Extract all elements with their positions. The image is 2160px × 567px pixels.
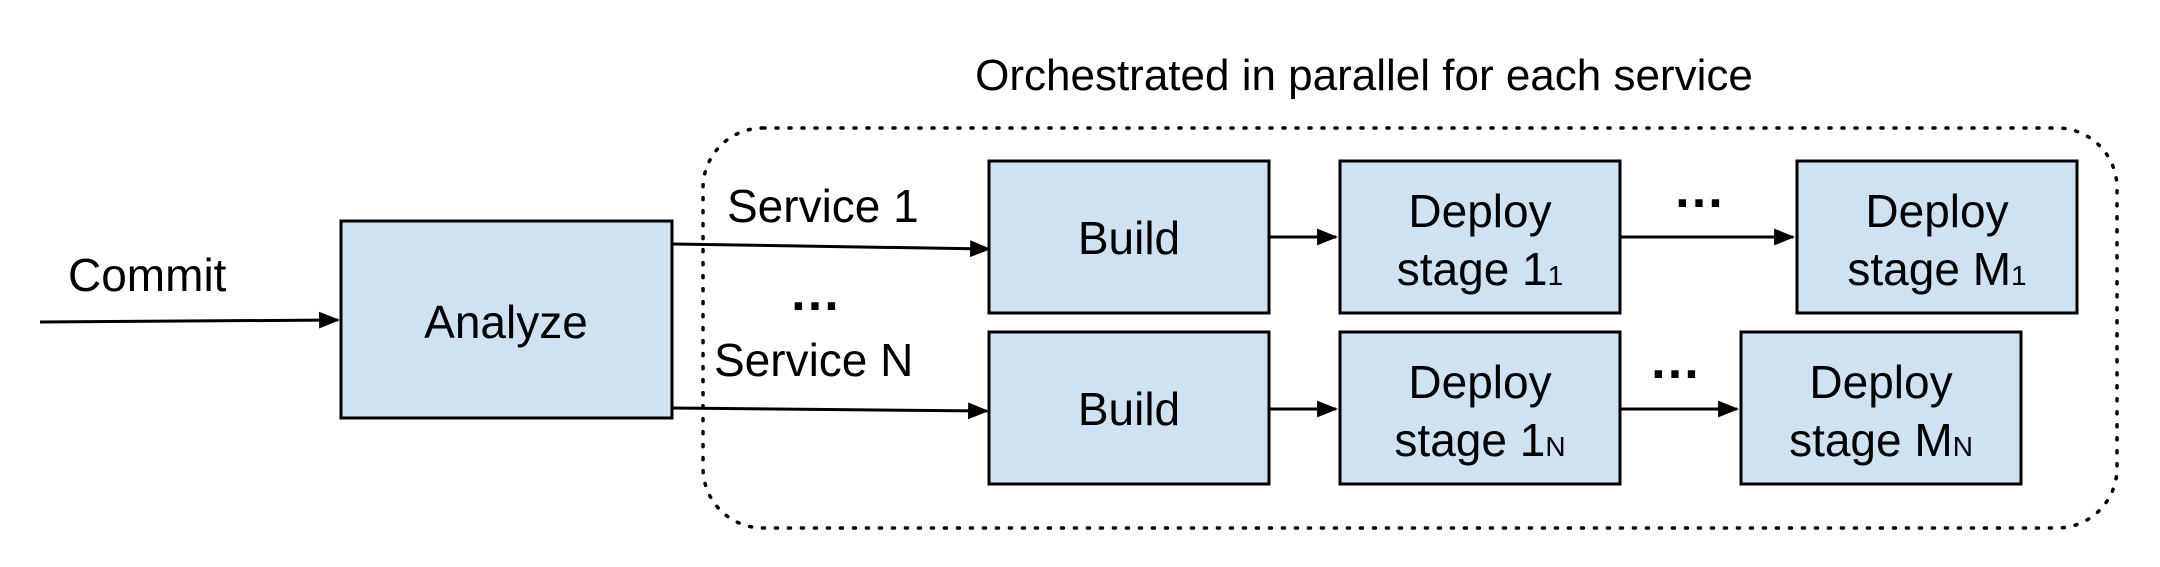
deploy-stage-label: stage 1: [1394, 414, 1545, 466]
service-first-arrow: [671, 240, 992, 258]
build-node-last: Build: [987, 330, 1271, 486]
commit-label: Commit: [68, 249, 227, 301]
deploy-stage-first-node: Deploy stage 11: [1338, 159, 1622, 315]
deploy-line2-label: stage MN: [1789, 414, 1973, 466]
service-last-label: Service N: [714, 334, 913, 386]
deploy-stage-subscript: 1: [2011, 260, 2027, 291]
deploy-line1-label: Deploy: [1809, 356, 1952, 408]
deploy-line1-label: Deploy: [1408, 185, 1551, 237]
deploy-stage-label: stage M: [1847, 243, 2011, 295]
stages-ellipsis: …: [1649, 332, 1707, 390]
parallel-group-frame: [701, 126, 2119, 530]
deploy-stage-label: stage 1: [1397, 243, 1548, 295]
pipeline-service-last: Build Deploy stage 1N … Deploy stage MN: [987, 330, 2023, 486]
build-node-first: Build: [987, 159, 1271, 315]
commit-arrow: [39, 311, 341, 329]
build-label: Build: [1078, 383, 1180, 435]
deploy-line1-label: Deploy: [1865, 185, 2008, 237]
analyze-node: Analyze: [339, 219, 674, 420]
service-first-label: Service 1: [727, 180, 919, 232]
deploy-stage-subscript: N: [1545, 431, 1565, 462]
deploy-stage-last-node: Deploy stage M1: [1795, 159, 2079, 315]
deploy-stage-subscript: N: [1953, 431, 1973, 462]
service-last-arrow: [671, 402, 990, 420]
build-label: Build: [1078, 212, 1180, 264]
deploy-stage-label: stage M: [1789, 414, 1953, 466]
deploy-line2-label: stage M1: [1847, 243, 2026, 295]
services-ellipsis: …: [789, 264, 847, 322]
deploy-line1-label: Deploy: [1408, 356, 1551, 408]
deploy-stage-first-node: Deploy stage 1N: [1338, 330, 1622, 486]
stages-ellipsis: …: [1673, 161, 1731, 219]
deploy-line2-label: stage 1N: [1394, 414, 1565, 466]
analyze-label: Analyze: [424, 296, 588, 348]
parallel-group-title: Orchestrated in parallel for each servic…: [975, 51, 1753, 100]
deploy-stage-subscript: 1: [1548, 260, 1564, 291]
pipeline-service-first: Build Deploy stage 11 … Deploy stage M1: [987, 159, 2079, 315]
deploy-line2-label: stage 11: [1397, 243, 1563, 295]
deploy-stage-last-node: Deploy stage MN: [1739, 330, 2023, 486]
